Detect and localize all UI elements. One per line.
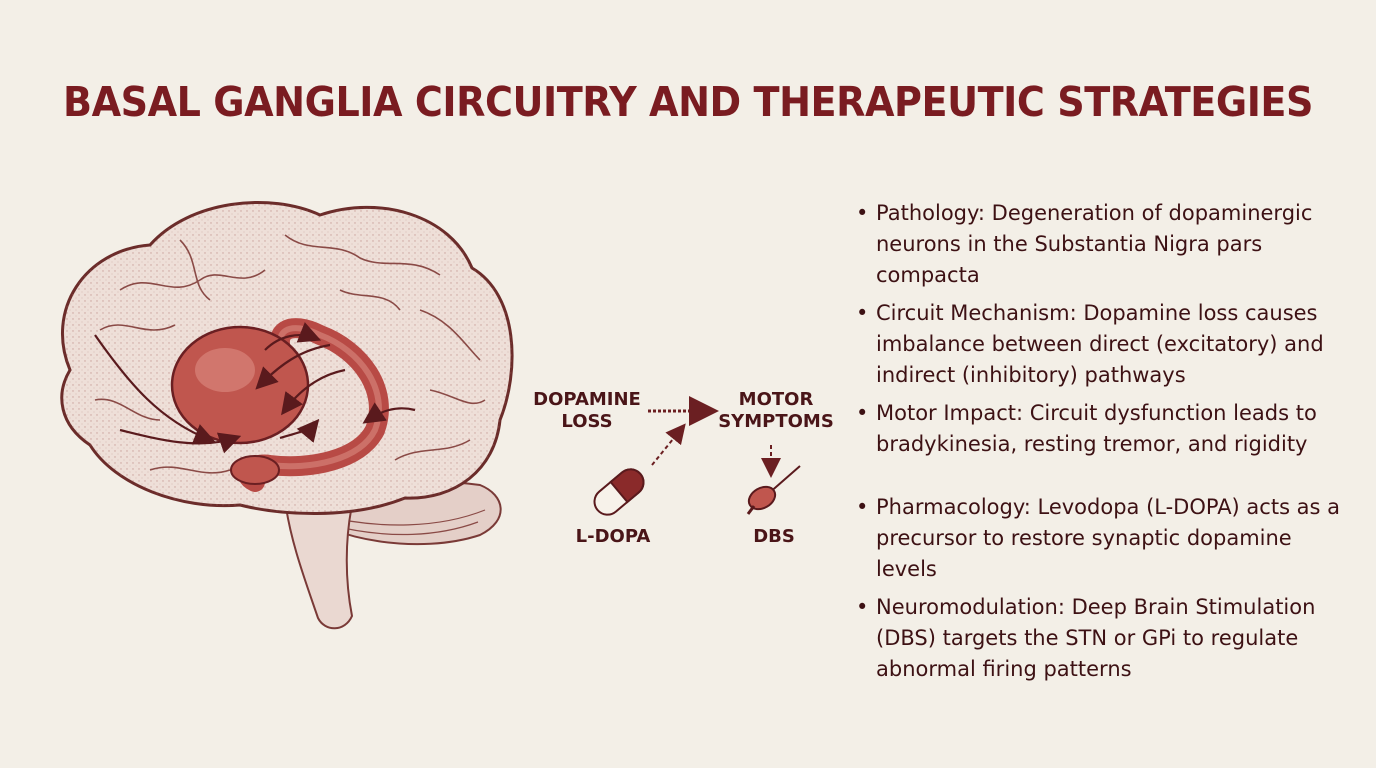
bullet-marker: •	[856, 495, 869, 519]
flow-arrows	[648, 396, 781, 478]
brainstem	[283, 498, 354, 630]
note-pathology: • Pathology: Degeneration of dopaminergi…	[856, 198, 1356, 291]
note-neuromodulation: • Neuromodulation: Deep Brain Stimulatio…	[856, 592, 1356, 685]
note-text: Motor Impact: Circuit dysfunction leads …	[876, 401, 1317, 456]
notes-list: • Pathology: Degeneration of dopaminergi…	[856, 198, 1356, 692]
dopamine-loss-label: DOPAMINE LOSS	[528, 389, 646, 433]
note-motor-impact: • Motor Impact: Circuit dysfunction lead…	[856, 398, 1356, 460]
page-title: BASAL GANGLIA CIRCUITRY AND THERAPEUTIC …	[62, 78, 1314, 126]
bullet-marker: •	[856, 595, 869, 619]
dbs-label: DBS	[753, 526, 795, 547]
motor-symptoms-line-2: SYMPTOMS	[718, 411, 834, 432]
dopamine-loss-line-1: DOPAMINE	[533, 389, 641, 410]
note-text: Pharmacology: Levodopa (L-DOPA) acts as …	[876, 495, 1341, 581]
note-pharmacology: • Pharmacology: Levodopa (L-DOPA) acts a…	[856, 492, 1356, 585]
note-circuit-mechanism: • Circuit Mechanism: Dopamine loss cause…	[856, 298, 1356, 391]
brain-illustration	[60, 200, 514, 630]
dbs-electrode-icon	[746, 465, 801, 515]
arrow-ldopa-to-pathway	[651, 423, 686, 466]
bullet-marker: •	[856, 301, 869, 325]
dopamine-loss-line-2: LOSS	[561, 411, 613, 432]
pathway-arrows	[94, 322, 416, 454]
ldopa-label: L-DOPA	[575, 526, 651, 547]
motor-symptoms-label: MOTOR SYMPTOMS	[716, 389, 836, 433]
bullet-marker: •	[856, 401, 869, 425]
note-text: Circuit Mechanism: Dopamine loss causes …	[876, 301, 1324, 387]
bullet-marker: •	[856, 201, 869, 225]
motor-symptoms-line-1: MOTOR	[738, 389, 814, 410]
pill-icon	[593, 468, 645, 516]
note-text: Pathology: Degeneration of dopaminergic …	[876, 201, 1313, 287]
note-text: Neuromodulation: Deep Brain Stimulation …	[876, 595, 1316, 681]
